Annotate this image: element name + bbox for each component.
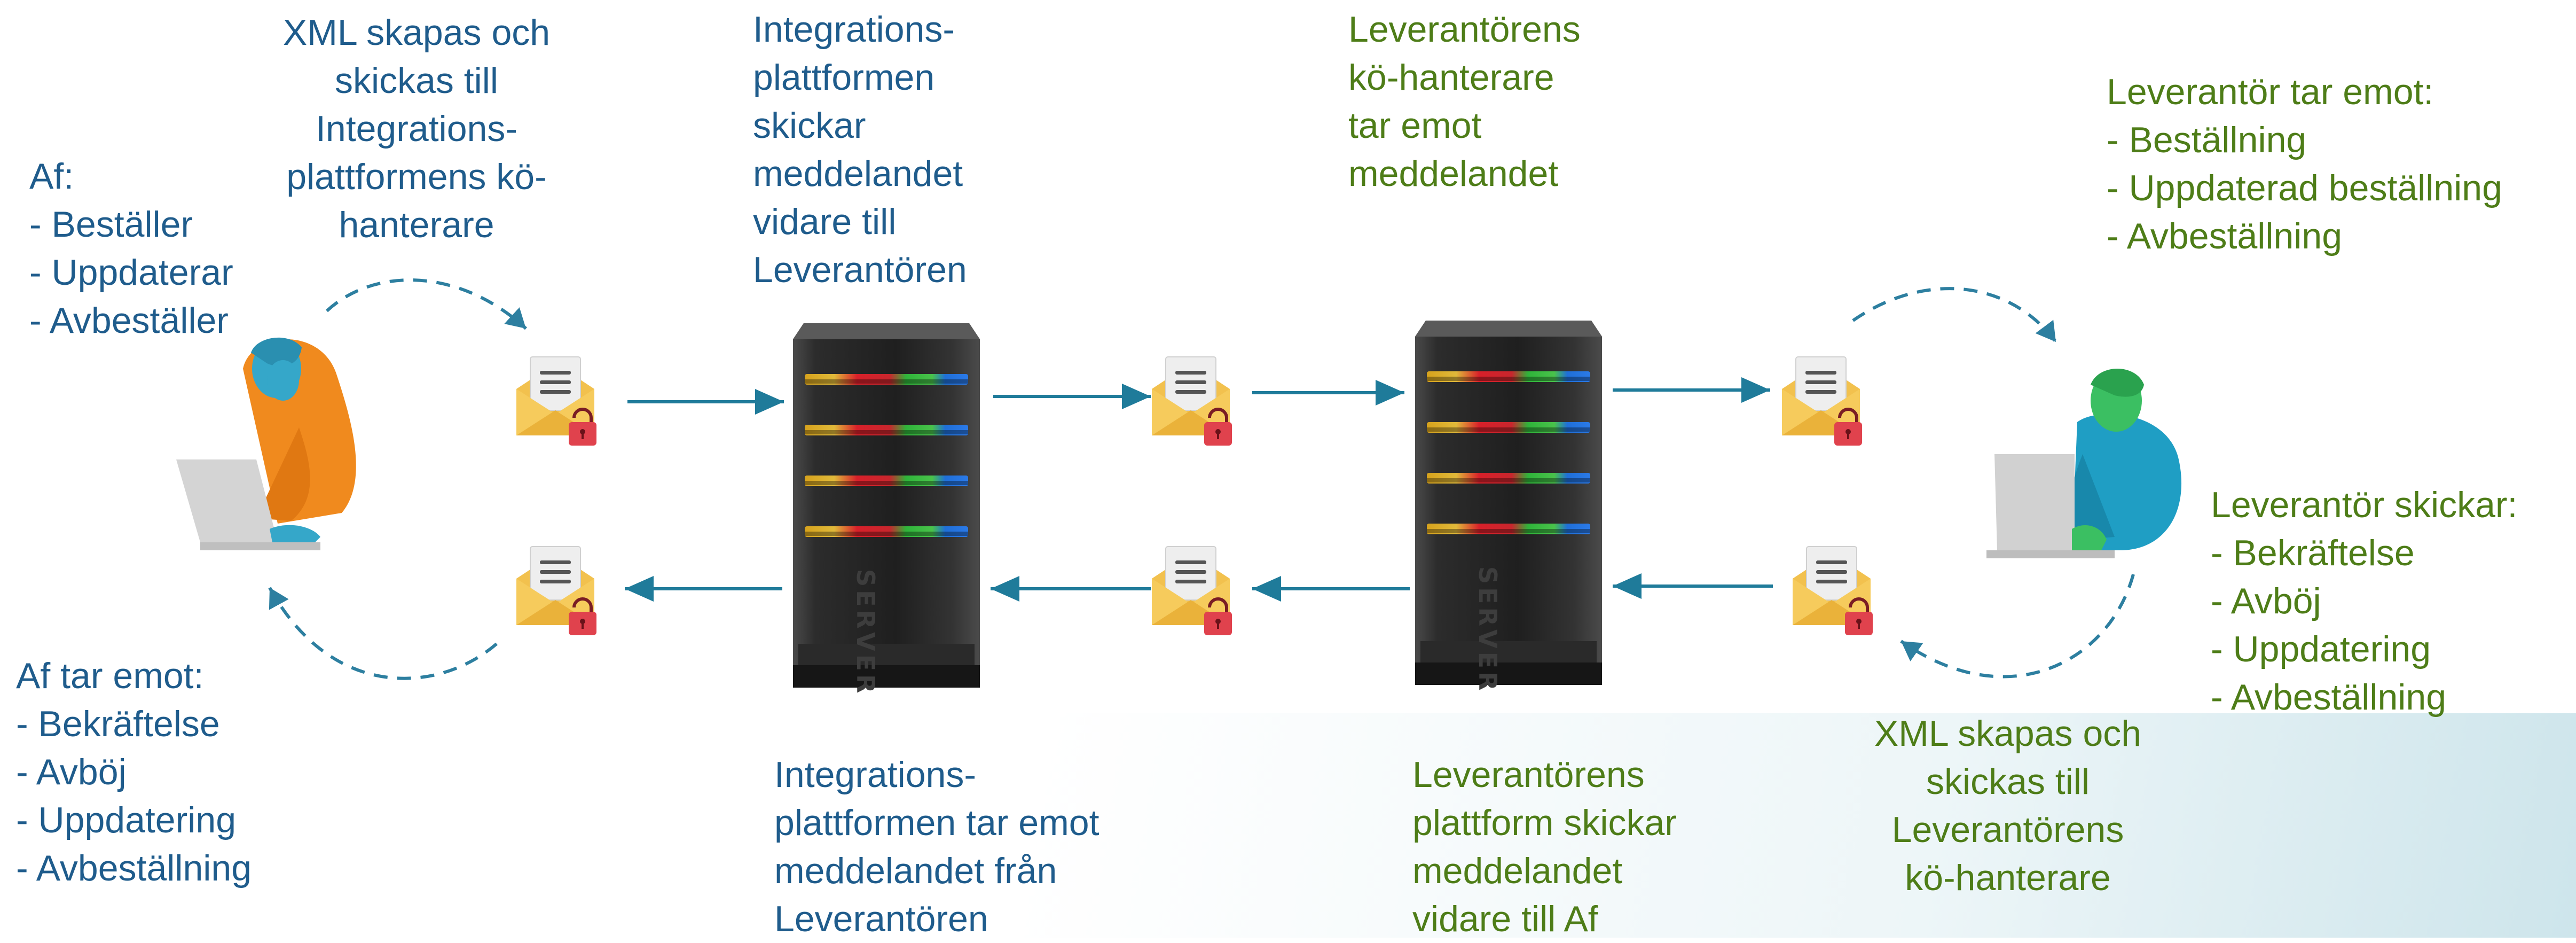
supplier-receives-item: - Avbeställning (2107, 216, 2343, 256)
supplier-sends-title: Leverantör skickar: (2211, 485, 2518, 525)
af-action-item: - Avbeställer (29, 300, 229, 341)
af-receives-title: Af tar emot: (16, 656, 204, 696)
supplier-user-person-icon (1986, 369, 2182, 558)
supplier-sends-item: - Avböj (2211, 581, 2321, 621)
af-receives-item: - Avböj (16, 752, 127, 792)
label-line: vidare till (753, 201, 897, 242)
supplier-receives-title: Leverantör tar emot: (2107, 72, 2434, 112)
xml-to-integration-label: XML skapas och skickas till Integrations… (267, 9, 566, 249)
label-line: hanterare (339, 205, 494, 245)
xml-to-supplier-queue-label: XML skapas och skickas till Leverantören… (1826, 710, 2189, 902)
af-actions-title: Af: (29, 156, 74, 197)
label-line: plattformen (753, 57, 935, 98)
supplier-receives-item: - Uppdaterad beställning (2107, 168, 2502, 208)
af-receives-item: - Avbeställning (16, 848, 252, 889)
supplier-queue-receives-label: Leverantörens kö-hanterare tar emot medd… (1348, 5, 1581, 198)
supplier-platform-sends-label: Leverantörens plattform skickar meddelan… (1412, 751, 1677, 943)
supplier-sends-label: Leverantör skickar: - Bekräftelse - Avbö… (2211, 481, 2517, 721)
background-gradient (0, 713, 2576, 938)
dashed-flow-arrow (268, 587, 498, 680)
message-envelope-icon (1140, 537, 1242, 638)
label-line: kö-hanterare (1905, 858, 2111, 898)
message-envelope-icon (505, 537, 606, 638)
integration-receives-label: Integrations- plattformen tar emot medde… (774, 751, 1099, 943)
message-envelope-icon (1770, 347, 1872, 449)
label-line: Integrations- (774, 754, 976, 795)
dashed-flow-arrow (1852, 287, 2057, 343)
label-line: Leverantörens (1348, 9, 1581, 50)
af-action-item: - Uppdaterar (29, 252, 233, 293)
supplier-receives-item: - Beställning (2107, 120, 2307, 160)
supplier-sends-item: - Bekräftelse (2211, 533, 2415, 573)
label-line: meddelandet (1412, 851, 1623, 891)
message-envelope-icon (1781, 537, 1882, 638)
label-line: plattform skickar (1412, 802, 1677, 843)
label-line: vidare till Af (1412, 899, 1598, 939)
label-line: meddelandet från (774, 851, 1057, 891)
supplier-sends-item: - Uppdatering (2211, 629, 2431, 669)
label-line: Leverantören (753, 250, 967, 290)
af-actions-label: Af: - Beställer - Uppdaterar - Avbeställ… (29, 152, 233, 345)
label-line: meddelandet (753, 153, 963, 194)
supplier-receives-label: Leverantör tar emot: - Beställning - Upp… (2107, 68, 2502, 260)
label-line: Leverantörens (1891, 809, 2124, 850)
label-line: XML skapas och (282, 12, 551, 53)
af-receives-label: Af tar emot: - Bekräftelse - Avböj - Upp… (16, 652, 252, 892)
label-line: Integrations- (316, 108, 517, 149)
label-line: kö-hanterare (1348, 57, 1554, 98)
label-line: Leverantören (774, 899, 988, 939)
integration-forwards-label: Integrations- plattformen skickar meddel… (753, 5, 967, 294)
label-line: meddelandet (1348, 153, 1559, 194)
label-line: skickas till (1926, 761, 2090, 802)
label-line: skickas till (334, 60, 499, 101)
label-line: plattformen tar emot (774, 802, 1099, 843)
af-receives-item: - Bekräftelse (16, 704, 220, 744)
message-envelope-icon (1140, 347, 1242, 449)
label-line: XML skapas och (1874, 713, 2142, 754)
af-receives-item: - Uppdatering (16, 800, 237, 840)
dashed-flow-arrow (1900, 574, 2135, 679)
label-line: skickar (753, 105, 866, 146)
label-line: Integrations- (753, 9, 955, 50)
dashed-flow-arrow (325, 278, 528, 330)
integration-platform-server-icon (793, 323, 980, 697)
supplier-sends-item: - Avbeställning (2211, 677, 2447, 718)
label-line: plattformens kö- (286, 157, 547, 197)
supplier-server-icon (1415, 321, 1602, 694)
af-user-person-icon (176, 337, 356, 550)
af-action-item: - Beställer (29, 204, 193, 245)
label-line: tar emot (1348, 105, 1482, 146)
message-envelope-icon (505, 347, 606, 449)
label-line: Leverantörens (1412, 754, 1645, 795)
